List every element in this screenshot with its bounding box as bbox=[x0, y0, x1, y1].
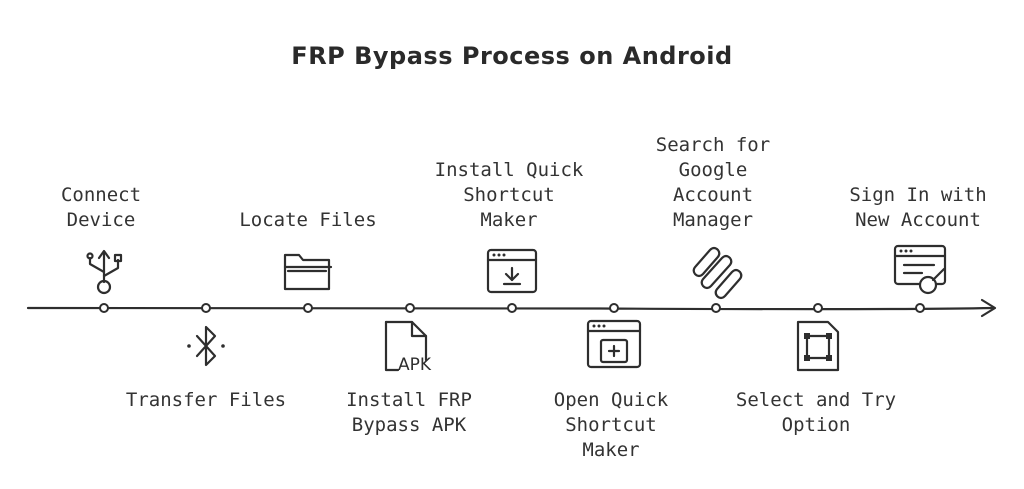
select-frame-icon bbox=[796, 320, 840, 372]
step-marker bbox=[405, 303, 415, 313]
step-marker bbox=[303, 303, 313, 313]
download-window-icon bbox=[486, 248, 538, 294]
step-label-select-try-option: Select and Try Option bbox=[735, 389, 897, 436]
step-marker bbox=[813, 303, 823, 313]
links-icon bbox=[692, 246, 743, 300]
page-title: FRP Bypass Process on Android bbox=[291, 42, 733, 70]
step-label-search-google-account: Search for Google Account Manager bbox=[655, 134, 771, 231]
apk-file-icon: APK bbox=[384, 320, 432, 375]
add-window-icon bbox=[586, 319, 642, 369]
step-label-open-quick-shortcut: Open Quick Shortcut Maker bbox=[553, 389, 669, 461]
apk-icon-text: APK bbox=[398, 355, 432, 375]
step-marker bbox=[711, 303, 721, 313]
folder-icon bbox=[283, 253, 333, 291]
timeline-arrowhead bbox=[980, 298, 997, 318]
step-label-locate-files: Locate Files bbox=[239, 209, 377, 231]
timeline-axis bbox=[26, 306, 995, 311]
step-marker bbox=[201, 303, 211, 313]
step-marker bbox=[99, 303, 109, 313]
step-label-sign-in-new-account: Sign In with New Account bbox=[849, 184, 987, 231]
step-label-install-quick-shortcut: Install Quick Shortcut Maker bbox=[434, 159, 584, 231]
step-marker bbox=[609, 303, 619, 313]
step-markers bbox=[99, 303, 925, 313]
step-marker bbox=[507, 303, 517, 313]
step-label-transfer-files: Transfer Files bbox=[125, 389, 287, 411]
step-label-connect-device: Connect Device bbox=[60, 184, 142, 231]
signin-window-icon bbox=[893, 244, 947, 295]
step-marker bbox=[915, 303, 925, 313]
bluetooth-icon bbox=[187, 325, 225, 367]
usb-icon bbox=[86, 249, 123, 295]
step-label-install-frp-apk: Install FRP Bypass APK bbox=[346, 389, 472, 436]
